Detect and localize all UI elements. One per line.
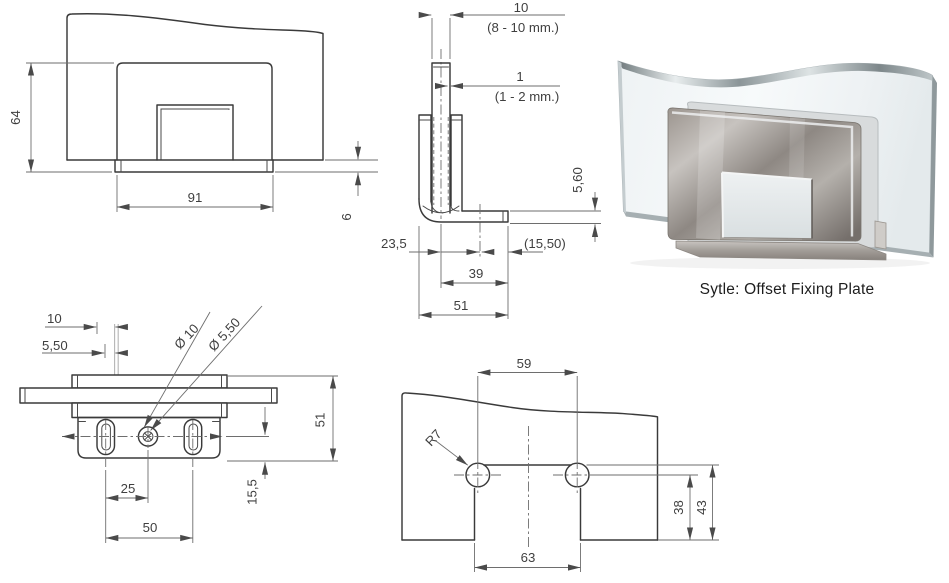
dim-cutout-hole-pitch: 59 (517, 356, 532, 371)
dim-cutout-height: 43 (694, 500, 709, 515)
glass-edge-outline (431, 62, 451, 214)
render-plate-notch (721, 172, 813, 239)
fixing-leg-outline (418, 198, 509, 223)
plan-view: 10 5,50 Ø 10 Ø 5,50 25 50 51 15,5 (19, 305, 338, 543)
render-glass-left-edge (618, 61, 626, 214)
dim-plan-center-offset: 15,5 (245, 479, 260, 505)
dim-cutout-width: 63 (521, 550, 536, 565)
fixing-plate-body (77, 416, 221, 459)
dim-plan-slot-pitch: 50 (143, 520, 158, 535)
cutout-notch (473, 464, 582, 541)
hinge-plate-outline (116, 62, 273, 161)
dim-front-width: 91 (188, 190, 203, 205)
render-shadow (630, 257, 930, 269)
dim-cutout-radius: R7 (422, 426, 444, 449)
dim-front-base-thickness: 6 (339, 213, 354, 220)
dim-side-center-to-end: 39 (469, 266, 484, 281)
dim-side-gap-range: (1 - 2 mm.) (495, 89, 559, 104)
right-slot-inner (188, 423, 199, 451)
render-3d: Sytle: Offset Fixing Plate (617, 60, 937, 298)
render-glass-right-edge (929, 75, 937, 258)
side-view: 10 (8 - 10 mm.) 1 (1 - 2 mm.) 5,60 23,5 … (381, 0, 601, 319)
dim-plan-overall-height: 51 (313, 413, 328, 428)
dim-side-plate-thickness: 5,60 (570, 167, 585, 193)
dim-side-gap: 1 (516, 69, 523, 84)
render-wall-tab (874, 220, 887, 250)
glass-plan-strip (19, 387, 278, 404)
render-plate-bevel (671, 111, 854, 237)
dim-side-center-to-hole: 23,5 (381, 236, 407, 251)
base-plate-outline (114, 159, 274, 173)
plate-top-strip (71, 374, 228, 389)
dim-plan-slot-inner: 5,50 (42, 338, 68, 353)
dim-front-height: 64 (8, 110, 23, 125)
dim-side-glass-thickness: 10 (514, 0, 529, 15)
front-view: 64 91 6 (8, 13, 378, 221)
render-glass-top-edge (618, 61, 937, 88)
style-caption: Sytle: Offset Fixing Plate (700, 281, 875, 298)
dim-side-total-depth: 51 (454, 298, 469, 313)
render-base-bar (675, 240, 887, 261)
dim-cutout-center-to-bottom: 38 (671, 500, 686, 515)
render-reflection (696, 110, 725, 240)
dim-plan-counterbore-dia: Ø 10 (171, 321, 201, 352)
dim-side-glass-range: (8 - 10 mm.) (487, 20, 559, 35)
glass-cutout-view: 59 R7 38 43 63 (401, 356, 719, 572)
plate-bottom-strip (71, 402, 228, 419)
dim-side-ref: (15,50) (524, 236, 566, 251)
glass-outline (66, 13, 324, 161)
hinge-notch-outline (156, 104, 234, 161)
glass-cutout-outline (401, 392, 659, 541)
dim-plan-slot-outer: 10 (47, 311, 62, 326)
dim-plan-center-to-slot: 25 (121, 481, 136, 496)
